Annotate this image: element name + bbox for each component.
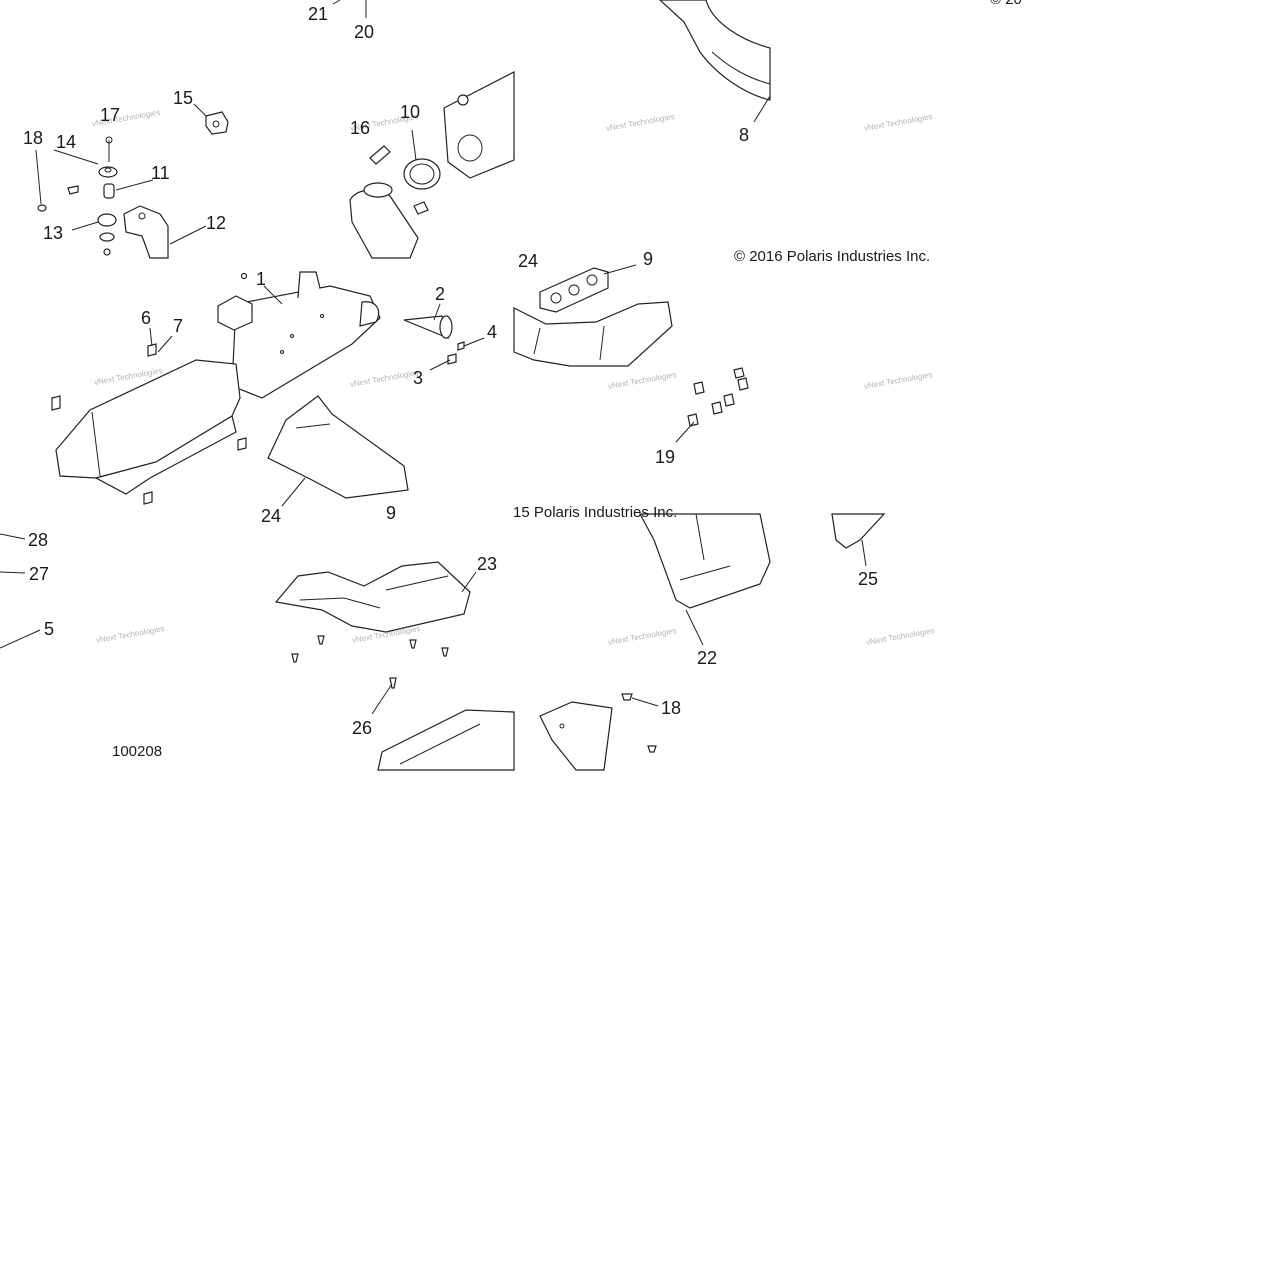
callout-label: 25 <box>858 569 878 589</box>
panel-lower-shields <box>274 561 657 771</box>
callout-label: 24 <box>261 506 281 526</box>
panel-mounting-hardware <box>35 111 229 259</box>
part-18-push-pin <box>621 693 657 753</box>
callout-label: 13 <box>43 223 63 243</box>
watermark: vNext Technologies <box>863 370 933 391</box>
part-13-washer <box>97 213 117 256</box>
part-insulator-pad <box>217 295 253 331</box>
watermark: vNext Technologies <box>349 368 419 389</box>
part-9-manifold <box>513 301 673 367</box>
part-small-screw <box>67 185 79 195</box>
watermark: vNext Technologies <box>863 112 933 133</box>
watermark: vNext Technologies <box>605 112 675 133</box>
callout-label: 21 <box>308 4 328 24</box>
part-bottom-shield <box>377 709 515 771</box>
copyright-fragment: © 20 <box>990 0 1022 8</box>
callout-label: 19 <box>655 447 675 467</box>
part-24-gasket <box>539 267 609 313</box>
callout-label: 9 <box>643 249 653 269</box>
part-15-bracket-block <box>205 111 229 135</box>
callout-label: 15 <box>173 88 193 108</box>
callout-label: 11 <box>151 163 170 183</box>
panel-exhaust-manifold <box>513 267 749 427</box>
callout-label: 18 <box>661 698 681 718</box>
part-small-spring <box>413 201 429 215</box>
part-11-bushing <box>103 183 115 199</box>
callout-label: 4 <box>487 322 497 342</box>
part-26-rivets <box>291 635 449 689</box>
part-10-clamp-ring <box>403 158 441 190</box>
callout-label: 23 <box>477 554 497 574</box>
part-16-spring <box>369 145 391 165</box>
callout-label: 22 <box>697 648 717 668</box>
part-23-heat-shield <box>274 561 471 633</box>
callout-label: 9 <box>386 503 396 523</box>
panel-header-pipe <box>659 0 771 101</box>
callout-label: 28 <box>28 530 48 550</box>
panel-heat-shield-22 <box>638 513 886 609</box>
part-19-bolts <box>687 367 749 427</box>
part-heat-shield <box>55 359 241 495</box>
callout-label: 3 <box>413 368 423 388</box>
part-14-grommet <box>98 166 118 178</box>
callout-label: 18 <box>23 128 43 148</box>
part-17-pin <box>105 136 113 162</box>
callout-label: 20 <box>354 22 374 42</box>
part-12-bracket <box>123 205 169 259</box>
callout-label: 1 <box>256 269 266 289</box>
callout-label: 17 <box>100 105 120 125</box>
panel-muffler-shield <box>51 271 465 505</box>
copyright-notes: © 20 © 2016 Polaris Industries Inc. 15 P… <box>112 0 1022 760</box>
part-18-bolt <box>35 149 47 212</box>
copyright-notice: © 2016 Polaris Industries Inc. <box>734 248 930 265</box>
diagram-id: 100208 <box>112 743 162 760</box>
callout-label: 14 <box>56 132 76 152</box>
callout-numbers: 21 20 8 15 17 18 14 16 10 11 13 12 24 9 … <box>23 4 878 738</box>
callout-label: 10 <box>400 102 420 122</box>
watermark: vNext Technologies <box>607 370 677 391</box>
callout-label: 6 <box>141 308 151 328</box>
part-screws <box>51 272 465 505</box>
callout-label: 16 <box>350 118 370 138</box>
part-pipe-section <box>349 182 419 259</box>
callout-label: 12 <box>206 213 226 233</box>
part-2-spark-arrestor <box>403 315 453 340</box>
watermark: vNext Technologies <box>865 626 935 647</box>
callout-label: 8 <box>739 125 749 145</box>
callout-label: 24 <box>518 251 538 271</box>
watermark: vNext Technologies <box>95 624 165 645</box>
callout-label: 5 <box>44 619 54 639</box>
callout-label: 26 <box>352 718 372 738</box>
part-side-shield <box>539 701 613 771</box>
callout-label: 27 <box>29 564 49 584</box>
panel-clamp-pipe <box>349 71 515 259</box>
callout-label: 2 <box>435 284 445 304</box>
copyright-notice: 15 Polaris Industries Inc. <box>513 504 677 521</box>
part-muffler-end <box>443 71 515 179</box>
leader-lines <box>0 0 867 715</box>
callout-label: 7 <box>173 316 183 336</box>
watermark: vNext Technologies <box>607 626 677 647</box>
part-lower-shield-plate <box>267 395 409 499</box>
